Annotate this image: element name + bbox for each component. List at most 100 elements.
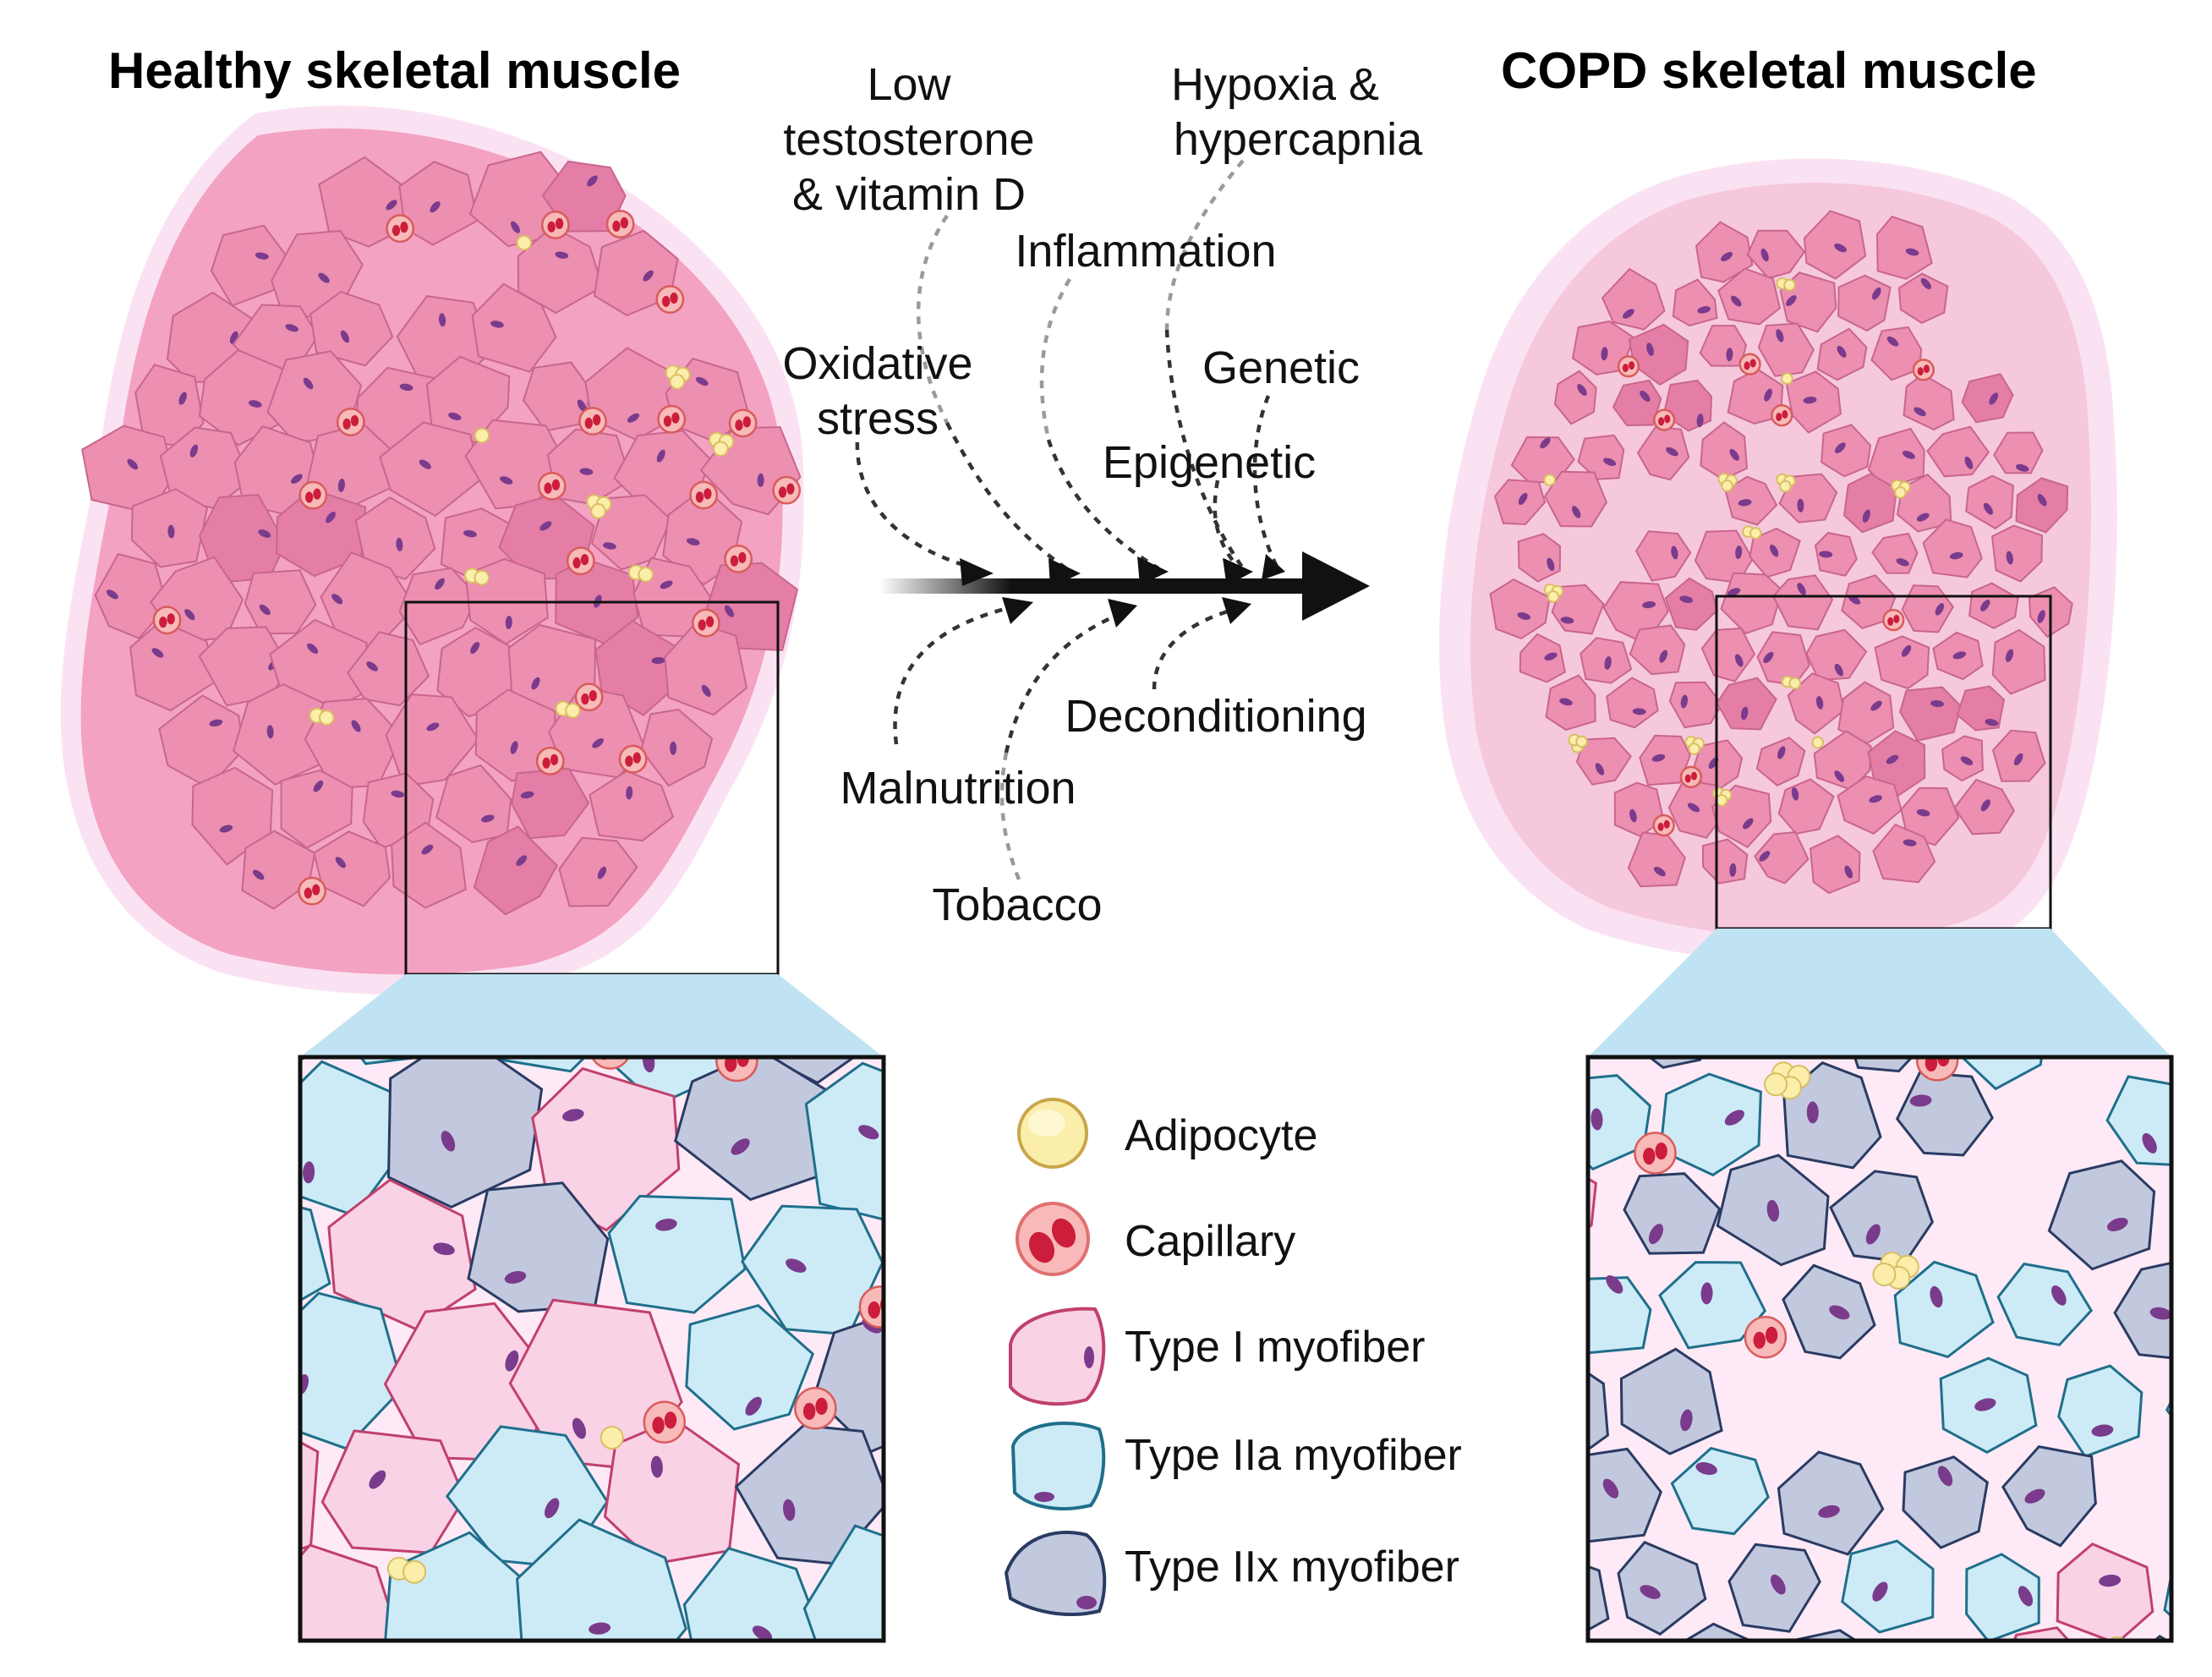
- muscle-fiber: [662, 486, 743, 586]
- type-iix-myofiber: [1829, 1170, 1934, 1263]
- red-blood-cell: [725, 1057, 737, 1072]
- genetic-arrow: [1252, 395, 1279, 568]
- adipocyte-icon: [1534, 1076, 1556, 1098]
- capillary-icon: [728, 408, 758, 438]
- nucleus: [435, 578, 445, 590]
- muscle-fiber: [1717, 267, 1782, 326]
- healthy-zoom-band: [300, 974, 884, 1057]
- nucleus: [1666, 447, 1678, 457]
- muscle-fiber: [313, 830, 391, 907]
- nucleus: [539, 521, 552, 531]
- nucleus: [731, 1138, 750, 1155]
- red-blood-cell: [1749, 359, 1756, 368]
- red-blood-cell: [815, 1397, 828, 1415]
- nucleus: [1815, 696, 1824, 710]
- nucleus: [1777, 746, 1786, 759]
- type-iix-myofiber: [1617, 1540, 1707, 1636]
- nucleus: [1544, 652, 1558, 660]
- muscle-fiber: [1961, 373, 2014, 424]
- factor-arrowheads: [960, 554, 1285, 628]
- muscle-fiber: [511, 767, 590, 840]
- nucleus: [1726, 348, 1733, 362]
- nucleus: [1735, 545, 1743, 559]
- nucleus: [1695, 1462, 1717, 1475]
- type-iix-myofiber: [1895, 1071, 1994, 1157]
- nucleus: [545, 1498, 560, 1519]
- nucleus: [701, 684, 711, 698]
- legend-label-type-i: Type I myofiber: [1125, 1323, 1425, 1372]
- nucleus: [167, 524, 175, 539]
- red-blood-cell: [662, 295, 671, 307]
- nucleus: [1759, 851, 1771, 862]
- nucleus: [1604, 655, 1612, 670]
- nucleus: [1896, 558, 1909, 567]
- capillary-icon: [590, 1057, 630, 1070]
- nucleus: [1886, 754, 1899, 765]
- nucleus: [311, 1641, 336, 1659]
- nucleus: [510, 221, 520, 233]
- red-blood-cell: [350, 414, 359, 426]
- red-blood-cell: [1663, 819, 1670, 829]
- red-blood-cell: [544, 482, 552, 494]
- type-iia-myofiber: [607, 1194, 747, 1314]
- muscle-fiber: [1755, 737, 1806, 786]
- adipocyte-icon: [2127, 1639, 2138, 1641]
- nucleus: [386, 200, 397, 211]
- nucleus: [151, 648, 164, 658]
- muscle-fiber: [1519, 633, 1567, 683]
- red-blood-cell: [1744, 361, 1750, 370]
- red-blood-cell: [1628, 361, 1635, 370]
- oxidative-stress-arrow: [855, 426, 986, 573]
- muscle-fiber: [1772, 574, 1834, 631]
- type-iix-myofiber: [1683, 1622, 1754, 1641]
- nucleus: [1974, 1398, 1996, 1411]
- muscle-fiber: [309, 290, 394, 367]
- capillary-icon: [336, 408, 365, 436]
- muscle-fiber: [1922, 518, 1983, 578]
- red-blood-cell: [738, 551, 747, 563]
- capillary-icon: [657, 404, 687, 434]
- muscle-fiber: [1612, 379, 1662, 427]
- red-blood-cell: [1765, 1326, 1778, 1344]
- nucleus: [1797, 583, 1806, 595]
- nucleus: [572, 1417, 587, 1439]
- type-iix-myofiber: [467, 1181, 610, 1313]
- type-iix-myofiber-icon: [1004, 1531, 1107, 1617]
- nucleus: [1870, 700, 1882, 711]
- healthy-muscle-title: Healthy skeletal muscle: [108, 42, 681, 99]
- nucleus: [650, 1455, 663, 1478]
- adipocyte-icon: [1547, 590, 1560, 603]
- adipocyte-icon: [318, 710, 335, 726]
- adipocyte-icon: [402, 1559, 427, 1584]
- nucleus: [786, 1258, 807, 1273]
- red-blood-cell: [1664, 414, 1671, 424]
- nucleus: [463, 529, 477, 538]
- muscle-fiber: [346, 631, 430, 707]
- nucleus: [1734, 654, 1744, 667]
- adipocyte-icon: [669, 374, 686, 390]
- type-iia-myofiber: [685, 1304, 815, 1431]
- nucleus: [1909, 1094, 1932, 1107]
- type-iia-myofiber: [516, 1518, 687, 1641]
- red-blood-cell: [1782, 410, 1788, 419]
- red-blood-cell: [625, 755, 633, 767]
- nucleus: [626, 786, 633, 800]
- muscle-fiber: [1700, 628, 1756, 682]
- nucleus: [597, 866, 607, 880]
- red-blood-cell: [592, 414, 601, 426]
- nucleus: [912, 1635, 936, 1654]
- muscle-fiber: [1700, 421, 1749, 481]
- capillary-icon: [772, 475, 802, 505]
- legend-label-type-iia: Type IIa myofiber: [1125, 1431, 1462, 1480]
- red-blood-cell: [391, 224, 401, 237]
- muscle-fiber: [1809, 835, 1861, 895]
- nucleus: [1659, 649, 1668, 663]
- nucleus: [178, 392, 187, 405]
- type-iix-myofiber: [1782, 1263, 1876, 1360]
- nucleus: [1818, 1652, 1842, 1674]
- nucleus: [396, 537, 403, 551]
- adipocyte-icon: [565, 703, 581, 719]
- nucleus: [1930, 1285, 1943, 1308]
- factor-genetic: Genetic: [1202, 343, 1360, 393]
- red-blood-cell: [1684, 774, 1691, 783]
